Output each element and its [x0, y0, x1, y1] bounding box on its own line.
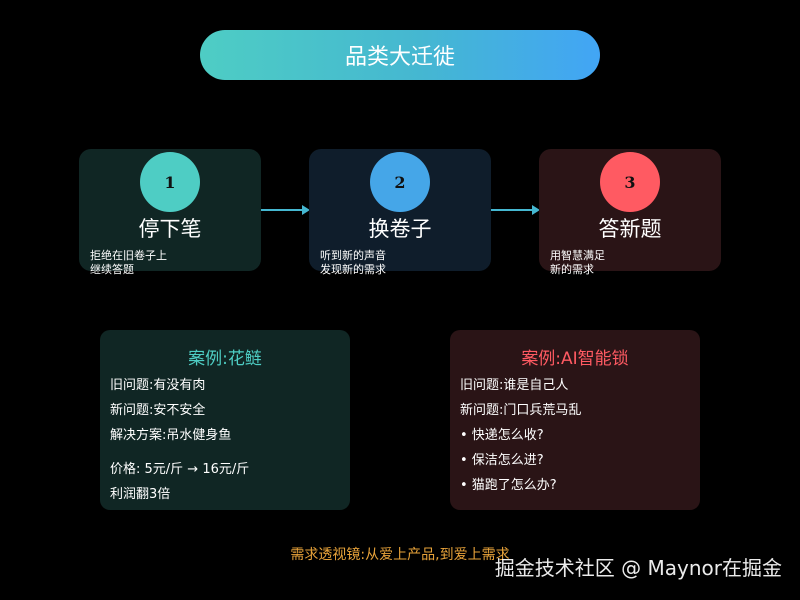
step-number-badge: 3 [600, 152, 660, 212]
case-line: • 快递怎么收? [460, 428, 544, 443]
step-desc-line: 拒绝在旧卷子上 [90, 249, 167, 262]
step-desc-line: 继续答题 [90, 263, 134, 276]
step-card-1: 1 停下笔 拒绝在旧卷子上 继续答题 [79, 149, 261, 276]
step-desc-line: 新的需求 [550, 263, 594, 276]
case-title: 案例:花鲢 [188, 349, 262, 369]
case-line: • 猫跑了怎么办? [460, 478, 557, 493]
step-description: 用智慧满足 新的需求 [550, 249, 605, 277]
step-number: 1 [164, 172, 176, 192]
footer-note: 需求透视镜:从爱上产品,到爱上需求 [290, 547, 510, 563]
case-card-silver-carp: 案例:花鲢 旧问题:有没有肉 新问题:安不安全 解决方案:吊水健身鱼 价格: 5… [100, 330, 350, 510]
step-desc-line: 发现新的需求 [320, 263, 386, 276]
step-description: 拒绝在旧卷子上 继续答题 [90, 249, 167, 277]
case-card-ai-lock: 案例:AI智能锁 旧问题:谁是自己人 新问题:门口兵荒马乱 • 快递怎么收? •… [450, 330, 700, 510]
step-title: 答新题 [598, 217, 662, 241]
case-line: 解决方案:吊水健身鱼 [110, 428, 232, 443]
step-desc-line: 听到新的声音 [320, 249, 386, 262]
case-line: 新问题:安不安全 [110, 403, 206, 418]
step-card-2: 2 换卷子 听到新的声音 发现新的需求 [309, 149, 491, 276]
arrow-right-icon [491, 205, 540, 215]
case-line: 旧问题:有没有肉 [110, 378, 206, 393]
step-number: 3 [624, 172, 636, 192]
step-number-badge: 2 [370, 152, 430, 212]
step-card-3: 3 答新题 用智慧满足 新的需求 [539, 149, 721, 276]
step-title: 停下笔 [138, 217, 202, 241]
page-title: 品类大迁徙 [344, 45, 455, 70]
step-number: 2 [394, 172, 406, 192]
watermark: 掘金技术社区 @ Maynor在掘金 [494, 556, 782, 580]
step-title: 换卷子 [368, 217, 432, 241]
step-number-badge: 1 [140, 152, 200, 212]
arrow-right-icon [261, 205, 310, 215]
case-title: 案例:AI智能锁 [521, 349, 629, 369]
case-line: 利润翻3倍 [110, 487, 171, 502]
case-line: 新问题:门口兵荒马乱 [460, 403, 582, 418]
case-line: • 保洁怎么进? [460, 453, 544, 468]
step-desc-line: 用智慧满足 [550, 249, 605, 262]
case-line: 价格: 5元/斤 → 16元/斤 [110, 462, 250, 477]
title-banner: 品类大迁徙 [200, 30, 600, 80]
step-description: 听到新的声音 发现新的需求 [320, 249, 386, 277]
case-line: 旧问题:谁是自己人 [460, 378, 569, 393]
